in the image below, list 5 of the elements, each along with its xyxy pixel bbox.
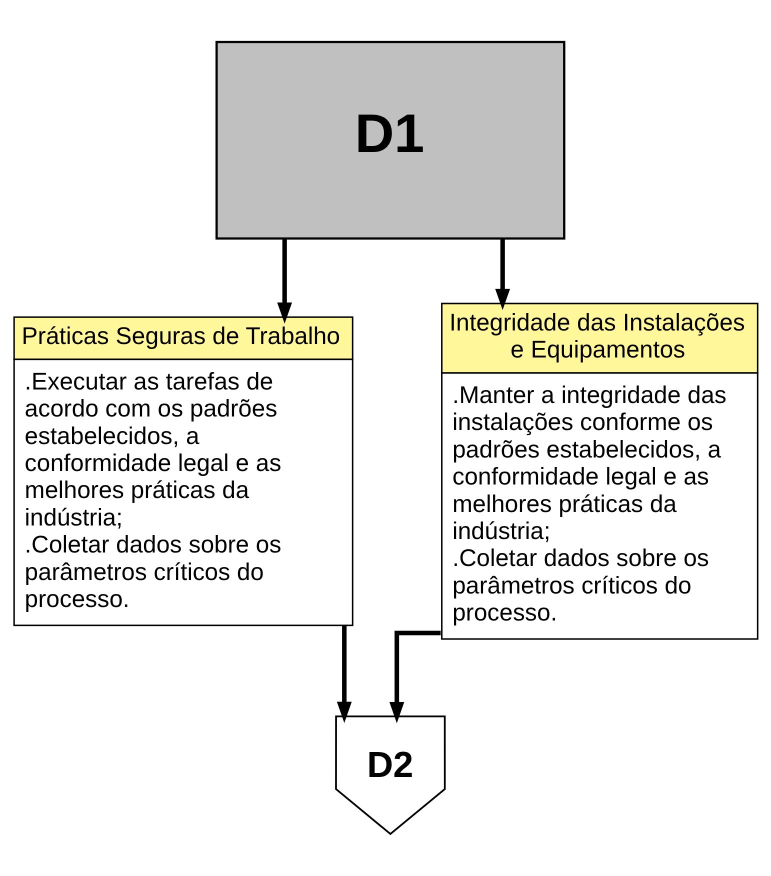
arrow (277, 238, 292, 324)
arrow (495, 238, 510, 310)
arrow (336, 626, 352, 723)
arrow (389, 630, 441, 724)
node-box: D1 (215, 40, 566, 240)
